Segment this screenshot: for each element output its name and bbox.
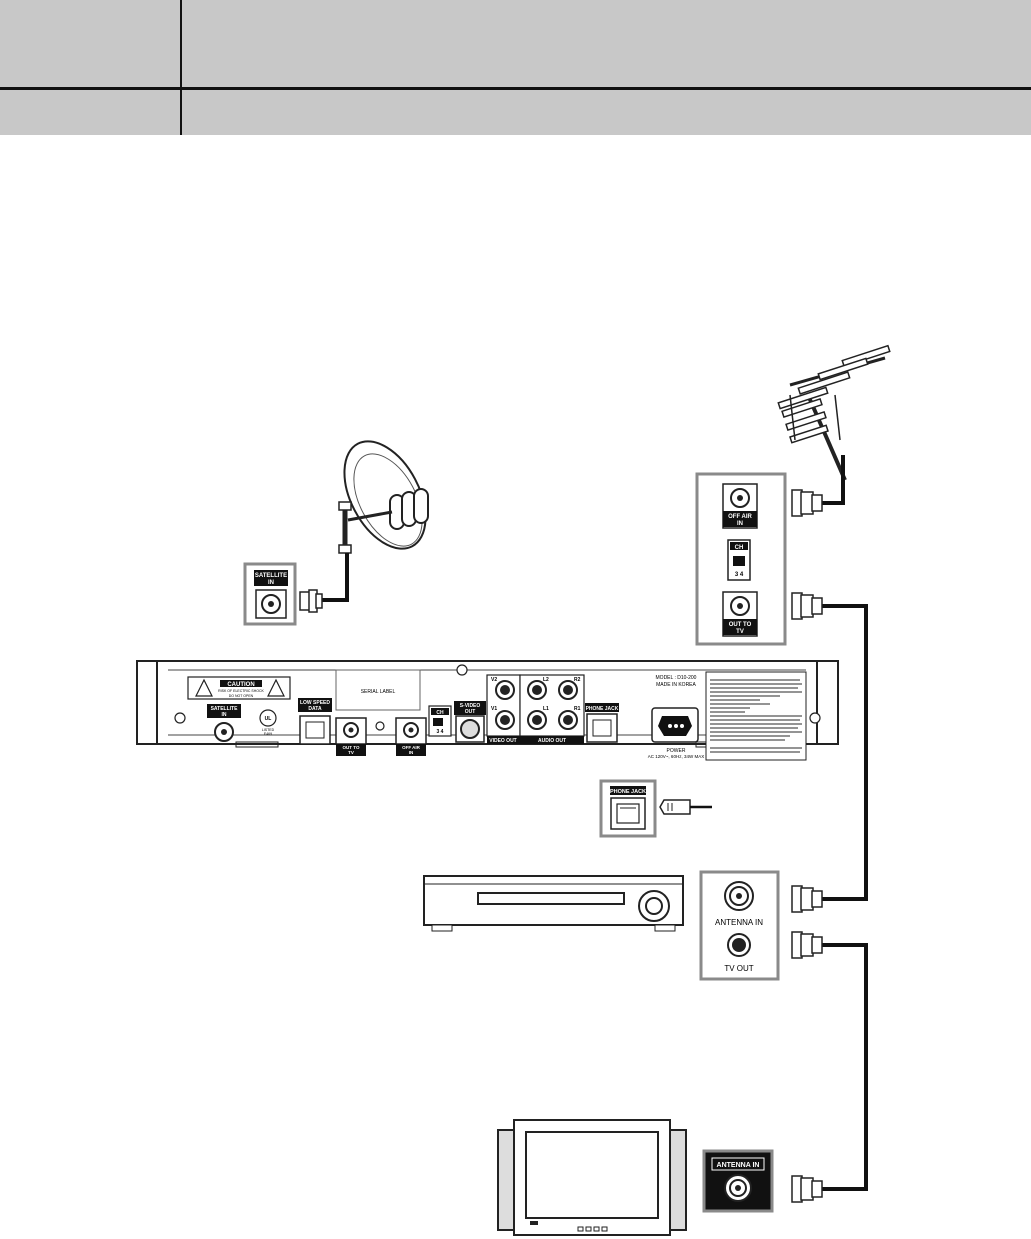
vcr-antenna-in-label: ANTENNA IN [715, 918, 763, 927]
header-row-subtitle [0, 90, 1031, 135]
vcr-icon [423, 875, 684, 932]
antenna-ch-values: 3 4 [735, 572, 744, 578]
antenna-out-to-tv-label-2: TV [736, 629, 744, 635]
v1-label: V1 [491, 706, 497, 712]
receiver-phone-jack-label: PHONE JACK [586, 706, 619, 712]
receiver-off-air-label-1: OFF AIR [402, 745, 421, 750]
receiver-satellite-label-2: IN [222, 712, 227, 718]
r1-label: R1 [574, 706, 581, 712]
antenna-ch-label: CH [735, 545, 744, 551]
video-out-label: VIDEO OUT [489, 738, 517, 744]
vcr-panel: ANTENNA IN TV OUT [699, 870, 780, 981]
satellite-in-panel: SATELLITE IN [243, 562, 297, 626]
phone-cord-icon [659, 799, 712, 815]
receiver-off-air-label-2: IN [409, 750, 414, 755]
antenna-cable [822, 455, 845, 505]
tv-antenna-in-label: ANTENNA IN [717, 1162, 760, 1169]
receiver-satellite-label-1: SATELLITE [211, 706, 239, 712]
phone-panel-label: PHONE JACK [610, 789, 646, 795]
l2-label: L2 [543, 677, 549, 683]
satellite-dish-icon [338, 440, 429, 554]
satellite-in-label-2: IN [268, 580, 274, 586]
header-row-title [0, 0, 1031, 88]
power-label-1: POWER [667, 748, 686, 754]
dish-cable-connector [299, 589, 323, 613]
caution-line-2: DO NOT OPEN [229, 694, 254, 698]
receiver-ch-values: 3 4 [437, 729, 444, 735]
uhf-antenna-icon [777, 344, 891, 481]
receiver-out-to-tv-label-2: TV [348, 750, 354, 755]
receiver-ch-label: CH [436, 710, 444, 716]
header-column-divider [180, 0, 182, 135]
fcc-notice-block [705, 671, 807, 761]
vcr-tv-out-label: TV OUT [724, 964, 753, 973]
r2-label: R2 [574, 677, 581, 683]
ul-line-1: LISTED [262, 728, 275, 732]
model-label: MODEL : D10-200 [656, 675, 697, 681]
satellite-in-label-1: SATELLITE [255, 573, 287, 579]
antenna-panel: OFF AIR IN CH 3 4 OUT TO TV [695, 472, 787, 646]
receiver-to-vcr-cable [822, 604, 868, 901]
svideo-label-2: OUT [465, 709, 476, 715]
svg-text:UL: UL [265, 716, 272, 722]
vcr-antenna-in-connector [791, 885, 823, 913]
tv-antenna-panel: ANTENNA IN [702, 1149, 774, 1213]
antenna-off-air-label-1: OFF AIR [728, 514, 752, 520]
v2-label: V2 [491, 677, 497, 683]
antenna-out-to-tv-label-1: OUT TO [729, 622, 752, 628]
power-label-2: AC 120V~, 60Hz, 34W MAX [648, 754, 704, 759]
dish-cable [318, 553, 349, 602]
antenna-cable-connector [791, 489, 823, 517]
antenna-off-air-label-2: IN [737, 521, 743, 527]
vcr-tv-out-connector [791, 931, 823, 959]
caution-line-1: RISK OF ELECTRIC SHOCK [218, 689, 264, 693]
serial-label: SERIAL LABEL [361, 689, 396, 695]
ul-line-2: E469 [264, 732, 272, 736]
l1-label: L1 [543, 706, 549, 712]
vcr-to-tv-cable [822, 943, 868, 1191]
out-to-tv-cable-connector [791, 592, 823, 620]
receiver-rear-panel: CAUTION RISK OF ELECTRIC SHOCK DO NOT OP… [136, 660, 839, 761]
low-speed-label-2: DATA [308, 706, 322, 712]
svideo-label-1: S-VIDEO [460, 703, 481, 709]
television-icon [497, 1119, 687, 1236]
made-in-label: MADE IN KOREA [656, 682, 696, 688]
tv-antenna-in-connector [791, 1175, 823, 1203]
low-speed-label-1: LOW SPEED [300, 700, 330, 706]
caution-title: CAUTION [227, 682, 254, 688]
header-rule [0, 87, 1031, 90]
receiver-out-to-tv-label-1: OUT TO [343, 745, 360, 750]
audio-out-label: AUDIO OUT [538, 738, 566, 744]
phone-jack-panel: PHONE JACK [599, 779, 657, 838]
